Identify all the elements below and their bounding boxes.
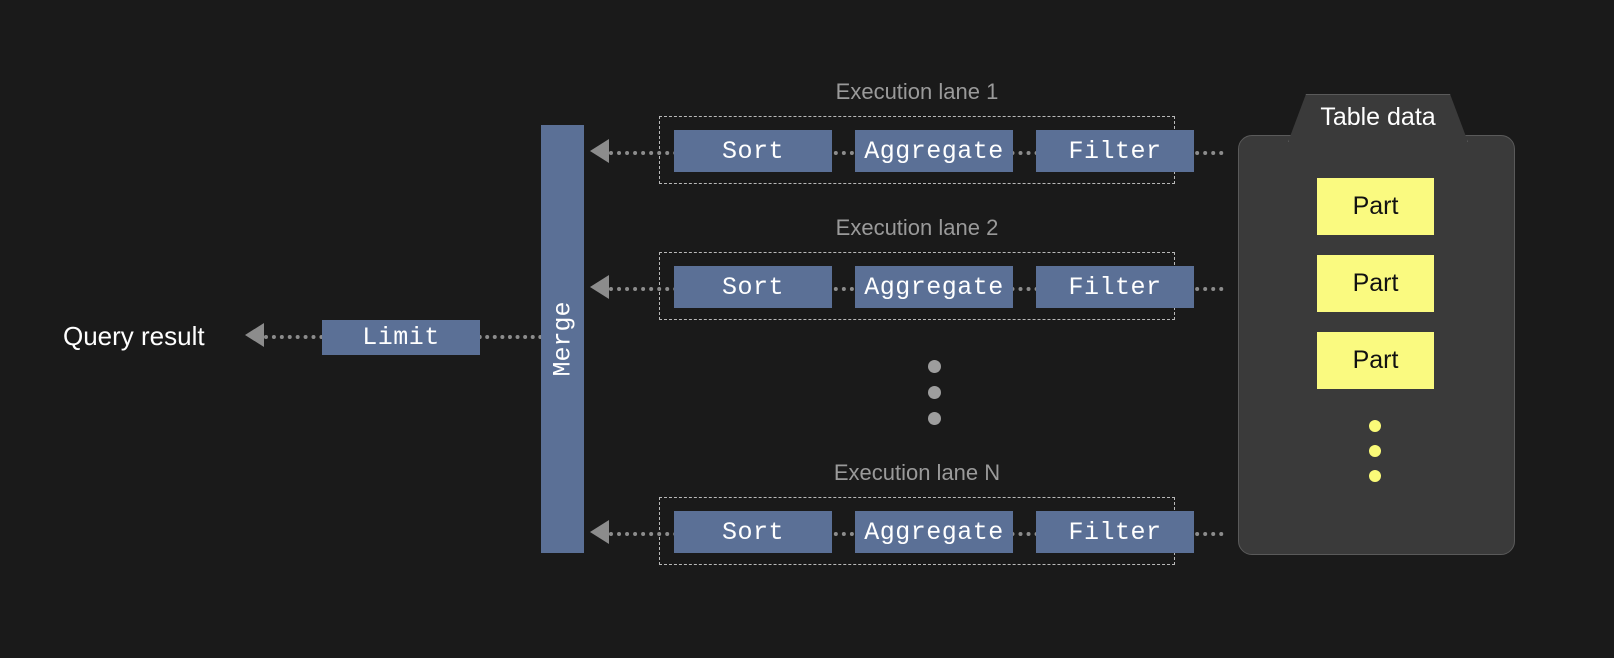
operator-lane-n-filter[interactable]: Filter — [1036, 511, 1194, 553]
operator-lane-2-sort[interactable]: Sort — [674, 266, 832, 308]
operator-limit[interactable]: Limit — [322, 320, 480, 355]
operator-merge[interactable]: Merge — [541, 125, 584, 553]
operator-lane-2-aggregate[interactable]: Aggregate — [855, 266, 1013, 308]
merge-label: Merge — [548, 301, 577, 377]
arrow-lane-2-to-merge-icon — [590, 275, 609, 299]
connector-merge-to-limit — [470, 335, 550, 339]
lane-ellipsis-icon — [928, 360, 941, 425]
arrow-lane-1-to-merge-icon — [590, 139, 609, 163]
operator-lane-n-sort[interactable]: Sort — [674, 511, 832, 553]
lane-label-n: Execution lane N — [833, 460, 1001, 485]
table-part-3[interactable]: Part — [1317, 332, 1434, 389]
lane-label-1: Execution lane 1 — [835, 79, 999, 104]
operator-lane-2-filter[interactable]: Filter — [1036, 266, 1194, 308]
operator-lane-1-sort[interactable]: Sort — [674, 130, 832, 172]
table-data-tab: Table data — [1288, 94, 1468, 142]
lane-label-2: Execution lane 2 — [835, 215, 999, 240]
arrow-lane-n-to-merge-icon — [590, 520, 609, 544]
query-result-label: Query result — [63, 321, 205, 351]
table-part-2[interactable]: Part — [1317, 255, 1434, 312]
table-data-title: Table data — [1320, 103, 1436, 131]
table-part-ellipsis-icon — [1369, 420, 1381, 482]
operator-lane-1-filter[interactable]: Filter — [1036, 130, 1194, 172]
table-part-1[interactable]: Part — [1317, 178, 1434, 235]
arrow-to-query-result-icon — [245, 323, 264, 347]
operator-lane-1-aggregate[interactable]: Aggregate — [855, 130, 1013, 172]
operator-lane-n-aggregate[interactable]: Aggregate — [855, 511, 1013, 553]
